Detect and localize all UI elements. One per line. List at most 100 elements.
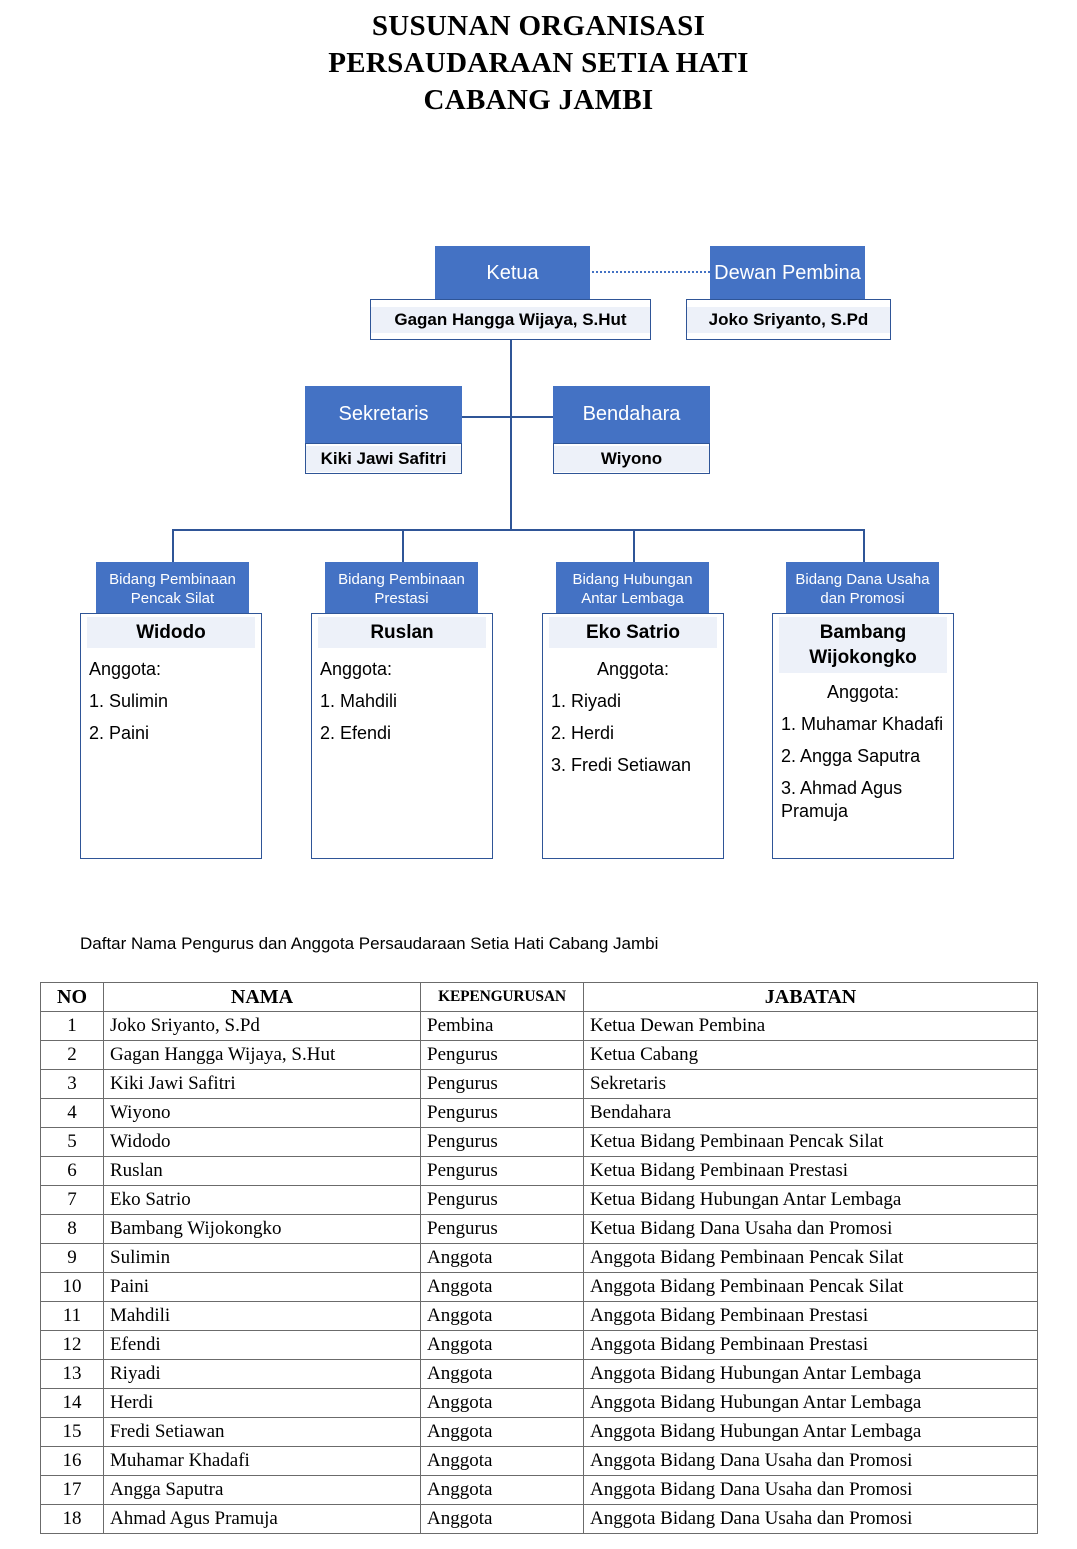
connector-department-bus <box>172 529 865 531</box>
cell-nama: Herdi <box>103 1388 421 1418</box>
sekretaris-role-header: Sekretaris <box>305 386 462 443</box>
dewan-pembina-name: Joko Sriyanto, S.Pd <box>687 306 890 333</box>
cell-jabatan: Ketua Dewan Pembina <box>583 1011 1038 1041</box>
cell-nama: Muhamar Khadafi <box>103 1446 421 1476</box>
bendahara-role-label: Bendahara <box>582 403 681 425</box>
cell-kepengurusan: Pengurus <box>420 1156 584 1186</box>
ketua-role-label: Ketua <box>486 262 539 284</box>
department-3-role-header: Bidang Hubungan Antar Lembaga <box>556 562 709 615</box>
connector-drop-dept-2 <box>402 529 404 563</box>
dewan-pembina-role-header: Dewan Pembina <box>710 246 865 301</box>
cell-kepengurusan: Anggota <box>420 1446 584 1476</box>
department-2-role-header: Bidang Pembinaan Prestasi <box>325 562 478 615</box>
department-3-role-line-1: Bidang Hubungan <box>572 570 693 588</box>
cell-nama: Sulimin <box>103 1243 421 1273</box>
roster-header-no: NO <box>40 982 104 1012</box>
cell-kepengurusan: Anggota <box>420 1272 584 1302</box>
department-2-role-line-2: Prestasi <box>374 589 429 607</box>
cell-nama: Widodo <box>103 1127 421 1157</box>
department-2-members-label: Anggota: <box>320 659 393 679</box>
cell-nama: Riyadi <box>103 1359 421 1389</box>
department-3-member-2: 2. Herdi <box>551 723 615 743</box>
department-1-role-line-1: Bidang Pembinaan <box>109 570 236 588</box>
cell-nama: Efendi <box>103 1330 421 1360</box>
department-2-role-line-1: Bidang Pembinaan <box>338 570 465 588</box>
department-1-member-2: 2. Paini <box>89 723 150 743</box>
department-4-members-label: Anggota: <box>826 682 900 702</box>
connector-drop-dept-3 <box>633 529 635 563</box>
cell-nama: Wiyono <box>103 1098 421 1128</box>
title-line-2: PERSAUDARAAN SETIA HATI <box>328 47 749 79</box>
organization-chart: Ketua Gagan Hangga Wijaya, S.Hut Dewan P… <box>80 246 954 859</box>
department-1-role-header: Bidang Pembinaan Pencak Silat <box>96 562 249 615</box>
bendahara-role-header: Bendahara <box>553 386 710 443</box>
cell-no: 14 <box>40 1388 104 1418</box>
cell-nama: Angga Saputra <box>103 1475 421 1505</box>
department-1-members-label: Anggota: <box>89 659 162 679</box>
cell-jabatan: Bendahara <box>583 1098 1038 1128</box>
department-4-member-2: 2. Angga Saputra <box>781 746 921 766</box>
cell-kepengurusan: Pengurus <box>420 1185 584 1215</box>
cell-nama: Gagan Hangga Wijaya, S.Hut <box>103 1040 421 1070</box>
cell-kepengurusan: Pengurus <box>420 1214 584 1244</box>
cell-kepengurusan: Pengurus <box>420 1127 584 1157</box>
bendahara-name-box: Wiyono <box>553 443 710 474</box>
connector-drop-dept-4 <box>863 529 865 563</box>
cell-kepengurusan: Anggota <box>420 1359 584 1389</box>
cell-nama: Paini <box>103 1272 421 1302</box>
ketua-role-header: Ketua <box>435 246 590 301</box>
cell-jabatan: Anggota Bidang Dana Usaha dan Promosi <box>583 1504 1038 1534</box>
connector-ketua-dewan-pembina <box>588 271 710 273</box>
department-2-member-2: 2. Efendi <box>320 723 392 743</box>
cell-nama: Bambang Wijokongko <box>103 1214 421 1244</box>
cell-nama: Fredi Setiawan <box>103 1417 421 1447</box>
cell-jabatan: Anggota Bidang Pembinaan Pencak Silat <box>583 1272 1038 1302</box>
page-title: SUSUNAN ORGANISASI PERSAUDARAAN SETIA HA… <box>0 8 1077 119</box>
cell-kepengurusan: Pengurus <box>420 1098 584 1128</box>
cell-kepengurusan: Anggota <box>420 1417 584 1447</box>
ketua-name: Gagan Hangga Wijaya, S.Hut <box>371 306 650 333</box>
department-4-body: Bambang Wijokongko Anggota: 1. Muhamar K… <box>772 613 954 859</box>
department-1-member-1: 1. Sulimin <box>89 691 169 711</box>
cell-jabatan: Anggota Bidang Pembinaan Prestasi <box>583 1301 1038 1331</box>
cell-kepengurusan: Anggota <box>420 1475 584 1505</box>
cell-kepengurusan: Anggota <box>420 1504 584 1534</box>
dewan-pembina-role-label: Dewan Pembina <box>714 262 861 284</box>
cell-no: 13 <box>40 1359 104 1389</box>
sekretaris-role-label: Sekretaris <box>338 403 429 425</box>
cell-no: 11 <box>40 1301 104 1331</box>
department-3-body: Eko Satrio Anggota: 1. Riyadi 2. Herdi 3… <box>542 613 724 859</box>
cell-jabatan: Ketua Cabang <box>583 1040 1038 1070</box>
cell-no: 2 <box>40 1040 104 1070</box>
department-2-member-1: 1. Mahdili <box>320 691 398 711</box>
cell-nama: Ahmad Agus Pramuja <box>103 1504 421 1534</box>
department-3-role-line-2: Antar Lembaga <box>581 589 684 607</box>
cell-nama: Ruslan <box>103 1156 421 1186</box>
cell-jabatan: Anggota Bidang Dana Usaha dan Promosi <box>583 1475 1038 1505</box>
bendahara-name: Wiyono <box>554 445 709 472</box>
department-4-leader-line-1: Bambang <box>819 622 907 643</box>
cell-no: 6 <box>40 1156 104 1186</box>
cell-jabatan: Ketua Bidang Pembinaan Prestasi <box>583 1156 1038 1186</box>
cell-nama: Eko Satrio <box>103 1185 421 1215</box>
cell-no: 18 <box>40 1504 104 1534</box>
department-3-member-3: 3. Fredi Setiawan <box>551 755 692 775</box>
cell-kepengurusan: Anggota <box>420 1388 584 1418</box>
cell-no: 8 <box>40 1214 104 1244</box>
department-1-member-list: Anggota: 1. Sulimin 2. Paini <box>81 658 261 745</box>
cell-kepengurusan: Anggota <box>420 1330 584 1360</box>
department-1-leader: Widodo <box>87 617 255 648</box>
cell-no: 10 <box>40 1272 104 1302</box>
cell-nama: Kiki Jawi Safitri <box>103 1069 421 1099</box>
cell-kepengurusan: Anggota <box>420 1301 584 1331</box>
